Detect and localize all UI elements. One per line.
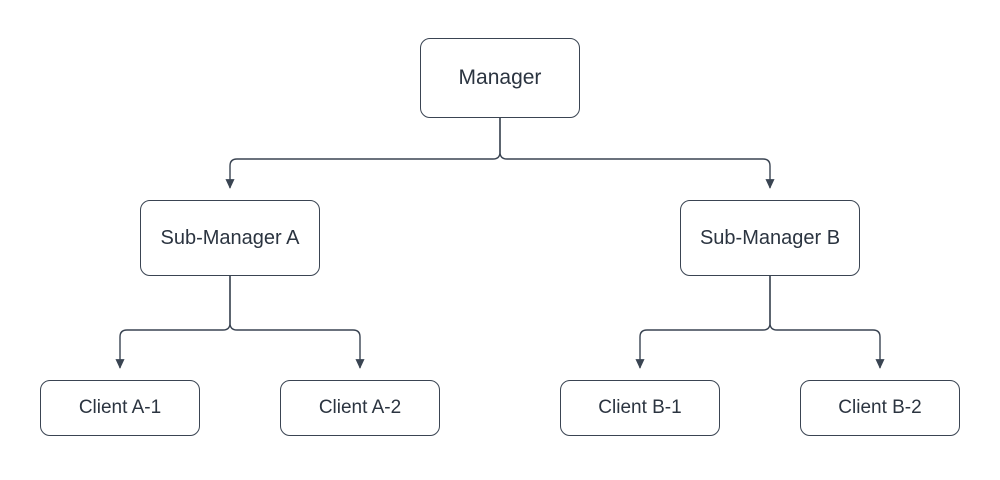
edge-manager-to-sub-a: [225, 118, 501, 189]
node-client-a1-label: Client A-1: [78, 396, 162, 418]
node-client-b1-label: Client B-1: [598, 396, 682, 418]
node-client-a2-label: Client A-2: [318, 396, 402, 418]
node-manager-label: Manager: [458, 66, 542, 90]
node-sub-manager-a-label: Sub-Manager A: [160, 227, 300, 249]
edge-sub-b-to-client-b1: [635, 276, 771, 369]
edge-sub-a-to-client-a2: [229, 276, 365, 369]
node-client-b2-label: Client B-2: [838, 396, 922, 418]
node-sub-manager-b[interactable]: Sub-Manager B: [680, 200, 860, 276]
edge-sub-a-to-client-a1: [115, 276, 231, 369]
edge-sub-b-to-client-b2: [769, 276, 885, 369]
node-sub-manager-a[interactable]: Sub-Manager A: [140, 200, 320, 276]
node-client-b2[interactable]: Client B-2: [800, 380, 960, 436]
node-manager[interactable]: Manager: [420, 38, 580, 118]
edge-manager-to-sub-b: [499, 118, 775, 189]
node-client-a2[interactable]: Client A-2: [280, 380, 440, 436]
node-client-b1[interactable]: Client B-1: [560, 380, 720, 436]
node-sub-manager-b-label: Sub-Manager B: [699, 227, 841, 249]
node-client-a1[interactable]: Client A-1: [40, 380, 200, 436]
